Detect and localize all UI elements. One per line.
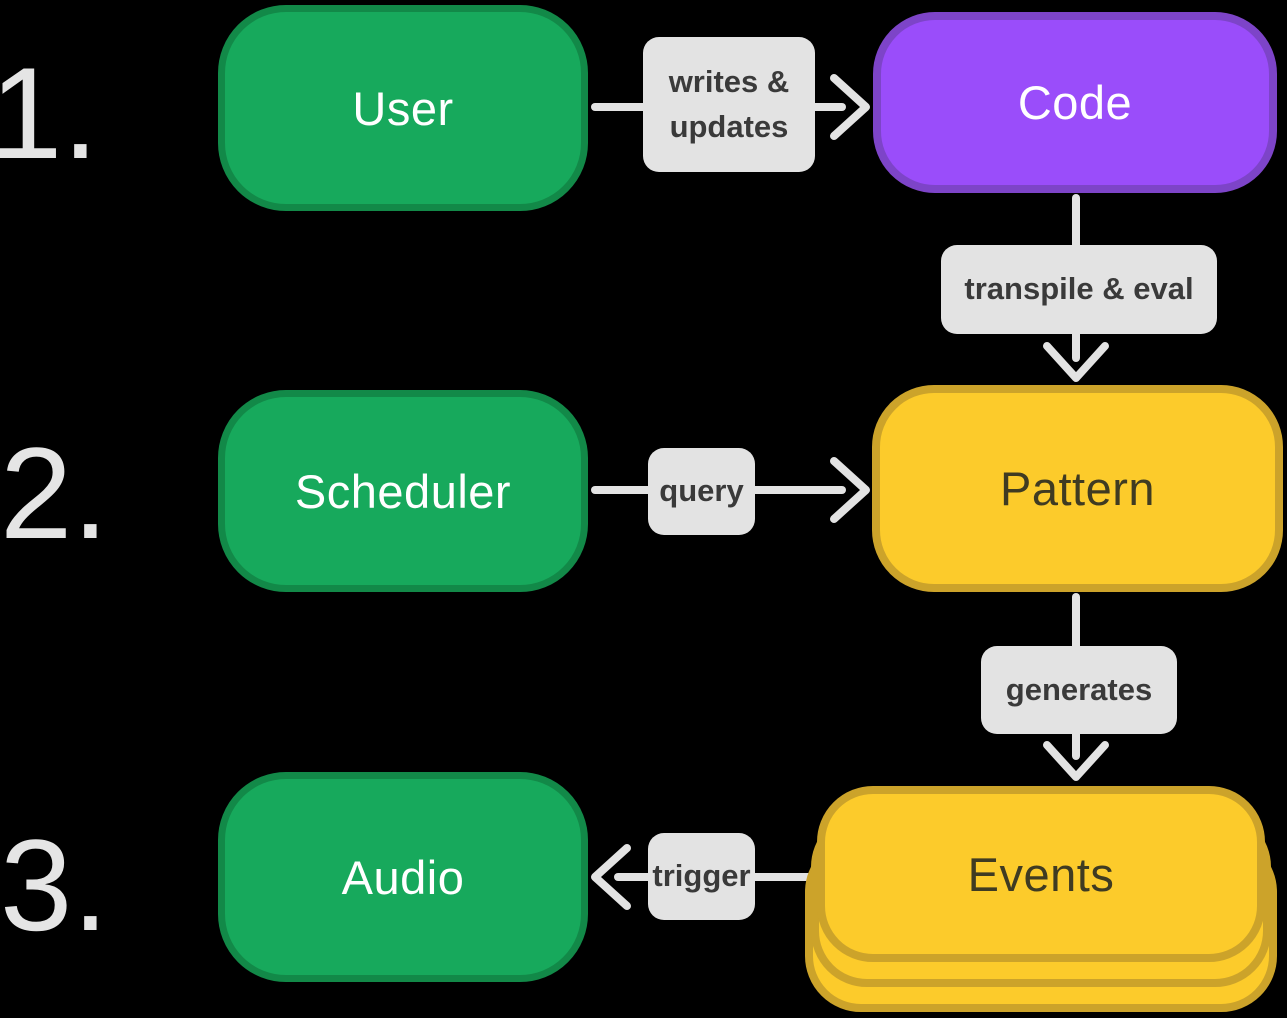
node-pattern: Pattern — [872, 385, 1283, 592]
edge-label-generates-text: generates — [1005, 671, 1153, 707]
edge-label-writes-line2: updates — [669, 108, 789, 144]
edge-label-transpile-eval: transpile & eval — [941, 245, 1217, 334]
node-scheduler: Scheduler — [218, 390, 588, 592]
node-scheduler-label: Scheduler — [294, 464, 512, 518]
node-code-label: Code — [1017, 76, 1133, 129]
edge-label-generates: generates — [981, 646, 1177, 734]
edge-label-writes-line1: writes & — [668, 63, 790, 99]
edge-label-trigger: trigger — [648, 833, 755, 920]
node-pattern-label: Pattern — [999, 462, 1156, 515]
arrow-head-right-icon — [830, 74, 870, 140]
edge-label-transpile-text: transpile & eval — [964, 271, 1194, 307]
node-audio-label: Audio — [341, 850, 465, 904]
step-number-2: 2. — [0, 420, 109, 566]
arrow-head-down-icon — [1043, 342, 1109, 382]
edge-label-writes-updates: writes & updates — [643, 37, 815, 172]
edge-label-query: query — [648, 448, 755, 535]
node-user-label: User — [352, 81, 454, 135]
node-code: Code — [873, 12, 1277, 193]
edge-label-trigger-text: trigger — [652, 858, 751, 894]
step-number-3: 3. — [0, 812, 109, 958]
arrow-head-down-icon — [1043, 741, 1109, 781]
step-number-1: 1. — [0, 40, 99, 186]
edge-label-query-text: query — [659, 473, 744, 509]
arrow-head-right-icon — [830, 457, 870, 523]
node-events-label: Events — [967, 847, 1115, 901]
node-events: Events — [817, 786, 1265, 962]
node-user: User — [218, 5, 588, 211]
node-audio: Audio — [218, 772, 588, 982]
arrow-head-left-icon — [591, 844, 631, 910]
